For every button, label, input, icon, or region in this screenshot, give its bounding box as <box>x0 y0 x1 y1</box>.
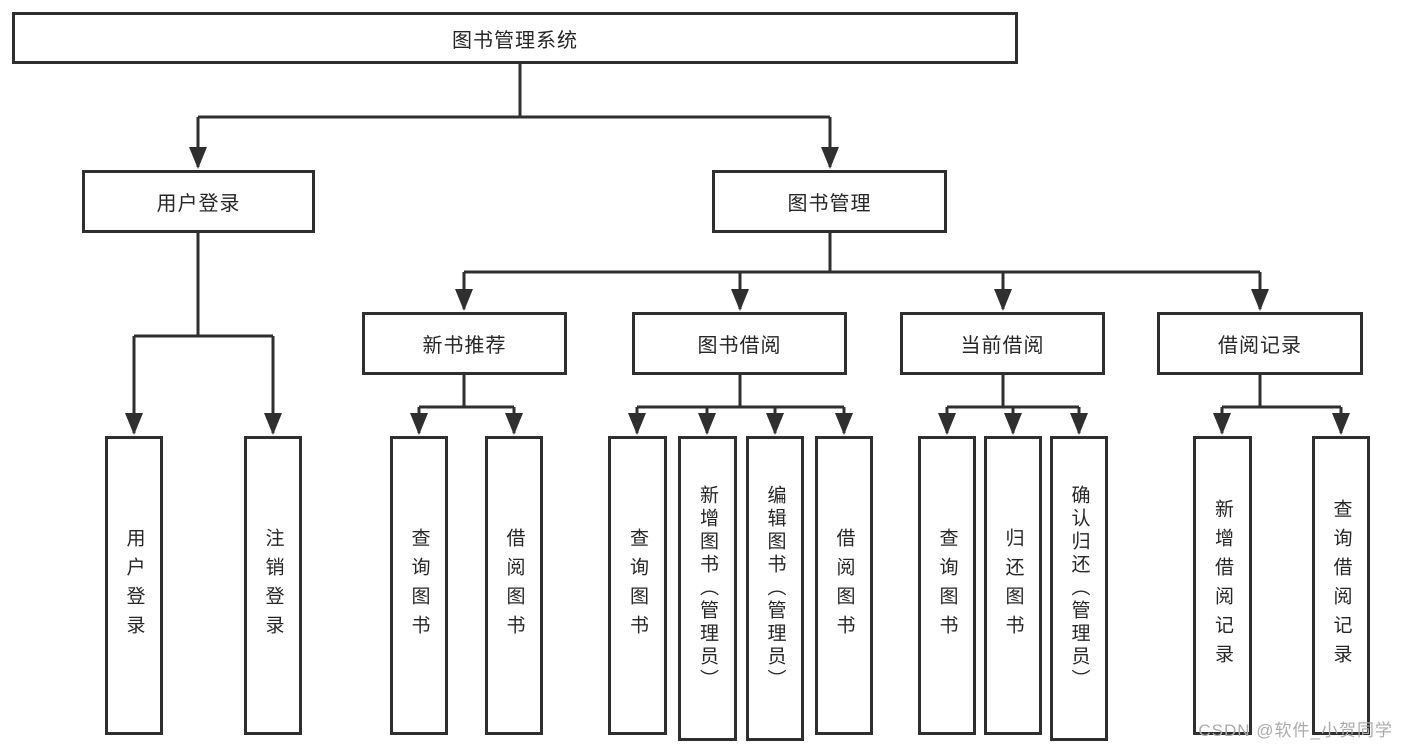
root-connectors <box>189 64 839 169</box>
leaf-edit-book-admin: 编辑图书（管理员） <box>746 436 804 741</box>
leaf-query-book-recommend: 查询图书 <box>390 436 448 735</box>
node-book-borrow: 图书借阅 <box>632 312 847 375</box>
leaf-borrow-book-recommend: 借阅图书 <box>485 436 543 735</box>
node-root-system: 图书管理系统 <box>12 12 1018 64</box>
leaf-add-book-admin: 新增图书（管理员） <box>678 436 737 741</box>
node-current-borrow: 当前借阅 <box>900 312 1105 375</box>
recommend-connectors <box>410 375 523 435</box>
node-user-login: 用户登录 <box>82 170 315 233</box>
book-management-connectors <box>455 233 1269 311</box>
borrow-connectors <box>628 375 853 435</box>
csdn-watermark: CSDN @软件_小贺同学 <box>1198 721 1393 740</box>
leaf-return-book: 归还图书 <box>984 436 1042 735</box>
current-borrow-connectors <box>938 375 1088 435</box>
leaf-query-book-borrow: 查询图书 <box>608 436 667 735</box>
leaf-query-borrow-record: 查询借阅记录 <box>1312 436 1370 735</box>
records-connectors <box>1213 375 1350 435</box>
leaf-confirm-return-admin: 确认归还（管理员） <box>1050 436 1108 741</box>
user-login-connectors <box>125 233 282 435</box>
node-new-book-recommend: 新书推荐 <box>362 312 567 375</box>
leaf-add-borrow-record: 新增借阅记录 <box>1193 436 1252 735</box>
node-book-management: 图书管理 <box>712 170 947 233</box>
leaf-query-book-current: 查询图书 <box>918 436 976 735</box>
node-borrow-records: 借阅记录 <box>1157 312 1363 375</box>
leaf-logout: 注销登录 <box>244 436 302 735</box>
leaf-borrow-book: 借阅图书 <box>815 436 873 735</box>
leaf-user-login: 用户登录 <box>105 436 163 735</box>
